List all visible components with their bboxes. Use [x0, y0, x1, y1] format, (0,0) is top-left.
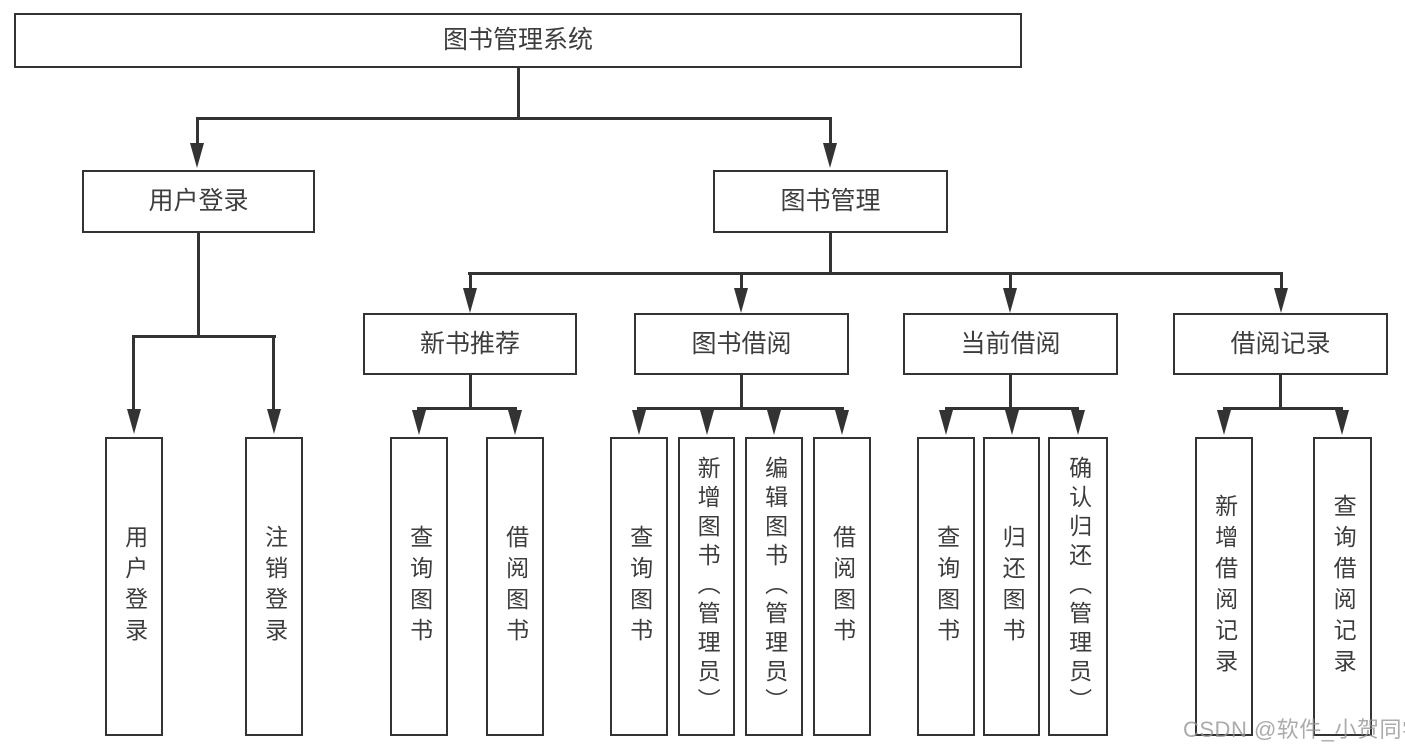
node-book-mgmt-label: 图书管理 — [780, 187, 881, 215]
leaf-newbook-borrow-label: 借阅图书 — [502, 524, 529, 649]
leaf-bookborrow-add: 新增图书（管理员） — [678, 437, 735, 736]
connector-bookmgmt-hline — [468, 272, 1283, 275]
arrow-to-userlogin — [190, 143, 204, 168]
connector-userlogin-hline — [132, 335, 276, 338]
leaf-newbook-borrow: 借阅图书 — [486, 437, 544, 736]
arrow-to-userlogin-leaf1 — [127, 409, 141, 434]
leaf-user-login: 用户登录 — [105, 437, 163, 736]
leaf-currentborrow-confirm-label: 确认归还（管理员） — [1065, 456, 1092, 717]
arrow-to-newbook-leaf1 — [412, 410, 426, 435]
leaf-borrowrecord-add-label: 新增借阅记录 — [1211, 493, 1238, 680]
connector-currentborrow-vline — [1009, 375, 1012, 407]
connector-root-hline — [196, 117, 832, 120]
arrow-to-currentborrow-leaf2 — [1005, 410, 1019, 435]
connector-currentborrow-stem — [1009, 272, 1012, 288]
leaf-user-login-label: 用户登录 — [121, 524, 148, 649]
connector-newbook-hline — [417, 407, 517, 410]
connector-borrowrecord-stem — [1280, 272, 1283, 288]
leaf-logout: 注销登录 — [245, 437, 303, 736]
connector-root-vline — [517, 68, 520, 117]
arrow-to-bookborrow — [734, 288, 748, 313]
node-book-borrow-label: 图书借阅 — [691, 329, 792, 358]
connector-bookmgmt-stem — [829, 117, 832, 144]
leaf-borrowrecord-query-label: 查询借阅记录 — [1330, 493, 1357, 680]
connector-bookborrow-hline — [637, 407, 844, 410]
node-book-borrow: 图书借阅 — [634, 313, 849, 375]
leaf-bookborrow-edit-label: 编辑图书（管理员） — [761, 456, 788, 717]
node-new-book-label: 新书推荐 — [419, 329, 520, 358]
arrow-to-borrowrecord — [1274, 288, 1288, 313]
node-new-book: 新书推荐 — [363, 313, 577, 375]
leaf-newbook-query: 查询图书 — [390, 437, 448, 736]
arrow-to-borrowrecord-leaf2 — [1335, 410, 1349, 435]
connector-userlogin-vline — [197, 233, 200, 335]
arrow-to-bookborrow-leaf2 — [700, 410, 714, 435]
arrow-to-userlogin-leaf2 — [267, 409, 281, 434]
arrow-to-bookborrow-leaf4 — [835, 410, 849, 435]
arrow-to-borrowrecord-leaf1 — [1217, 410, 1231, 435]
leaf-bookborrow-edit: 编辑图书（管理员） — [745, 437, 803, 736]
connector-userlogin-leaf1-stem — [132, 335, 135, 409]
connector-borrowrecord-vline — [1279, 375, 1282, 407]
leaf-currentborrow-query-label: 查询图书 — [933, 524, 960, 649]
leaf-currentborrow-query: 查询图书 — [917, 437, 975, 736]
node-book-mgmt: 图书管理 — [713, 170, 948, 233]
leaf-logout-label: 注销登录 — [261, 524, 288, 649]
leaf-borrowrecord-query: 查询借阅记录 — [1313, 437, 1372, 736]
node-user-login-label: 用户登录 — [148, 187, 249, 215]
node-root: 图书管理系统 — [14, 13, 1022, 68]
leaf-bookborrow-borrow: 借阅图书 — [813, 437, 871, 736]
leaf-currentborrow-return-label: 归还图书 — [999, 524, 1026, 649]
leaf-bookborrow-add-label: 新增图书（管理员） — [694, 456, 721, 717]
csdn-watermark: CSDN @软件_小贺同学 — [1183, 717, 1405, 742]
node-root-label: 图书管理系统 — [442, 26, 593, 54]
connector-bookborrow-vline — [740, 375, 743, 407]
connector-newbook-stem — [469, 272, 472, 288]
node-current-borrow-label: 当前借阅 — [960, 329, 1061, 358]
arrow-to-bookmgmt — [823, 143, 837, 168]
connector-currentborrow-hline — [945, 407, 1079, 410]
leaf-bookborrow-query-label: 查询图书 — [626, 524, 653, 649]
node-borrow-record-label: 借阅记录 — [1230, 329, 1331, 358]
node-borrow-record: 借阅记录 — [1173, 313, 1388, 375]
arrow-to-currentborrow — [1003, 288, 1017, 313]
connector-borrowrecord-hline — [1223, 407, 1343, 410]
arrow-to-newbook — [463, 288, 477, 313]
node-current-borrow: 当前借阅 — [903, 313, 1118, 375]
arrow-to-currentborrow-leaf1 — [939, 410, 953, 435]
node-user-login: 用户登录 — [82, 170, 315, 233]
connector-bookborrow-stem — [740, 272, 743, 288]
arrow-to-currentborrow-leaf3 — [1071, 410, 1085, 435]
leaf-bookborrow-query: 查询图书 — [610, 437, 668, 736]
leaf-bookborrow-borrow-label: 借阅图书 — [829, 524, 856, 649]
connector-userlogin-stem — [196, 117, 199, 144]
leaf-newbook-query-label: 查询图书 — [406, 524, 433, 649]
arrow-to-newbook-leaf2 — [508, 410, 522, 435]
leaf-borrowrecord-add: 新增借阅记录 — [1195, 437, 1253, 736]
connector-newbook-vline — [469, 375, 472, 407]
connector-userlogin-leaf2-stem — [272, 335, 275, 409]
arrow-to-bookborrow-leaf1 — [632, 410, 646, 435]
connector-bookmgmt-vline — [829, 233, 832, 272]
leaf-currentborrow-return: 归还图书 — [983, 437, 1040, 736]
leaf-currentborrow-confirm: 确认归还（管理员） — [1048, 437, 1108, 736]
arrow-to-bookborrow-leaf3 — [767, 410, 781, 435]
